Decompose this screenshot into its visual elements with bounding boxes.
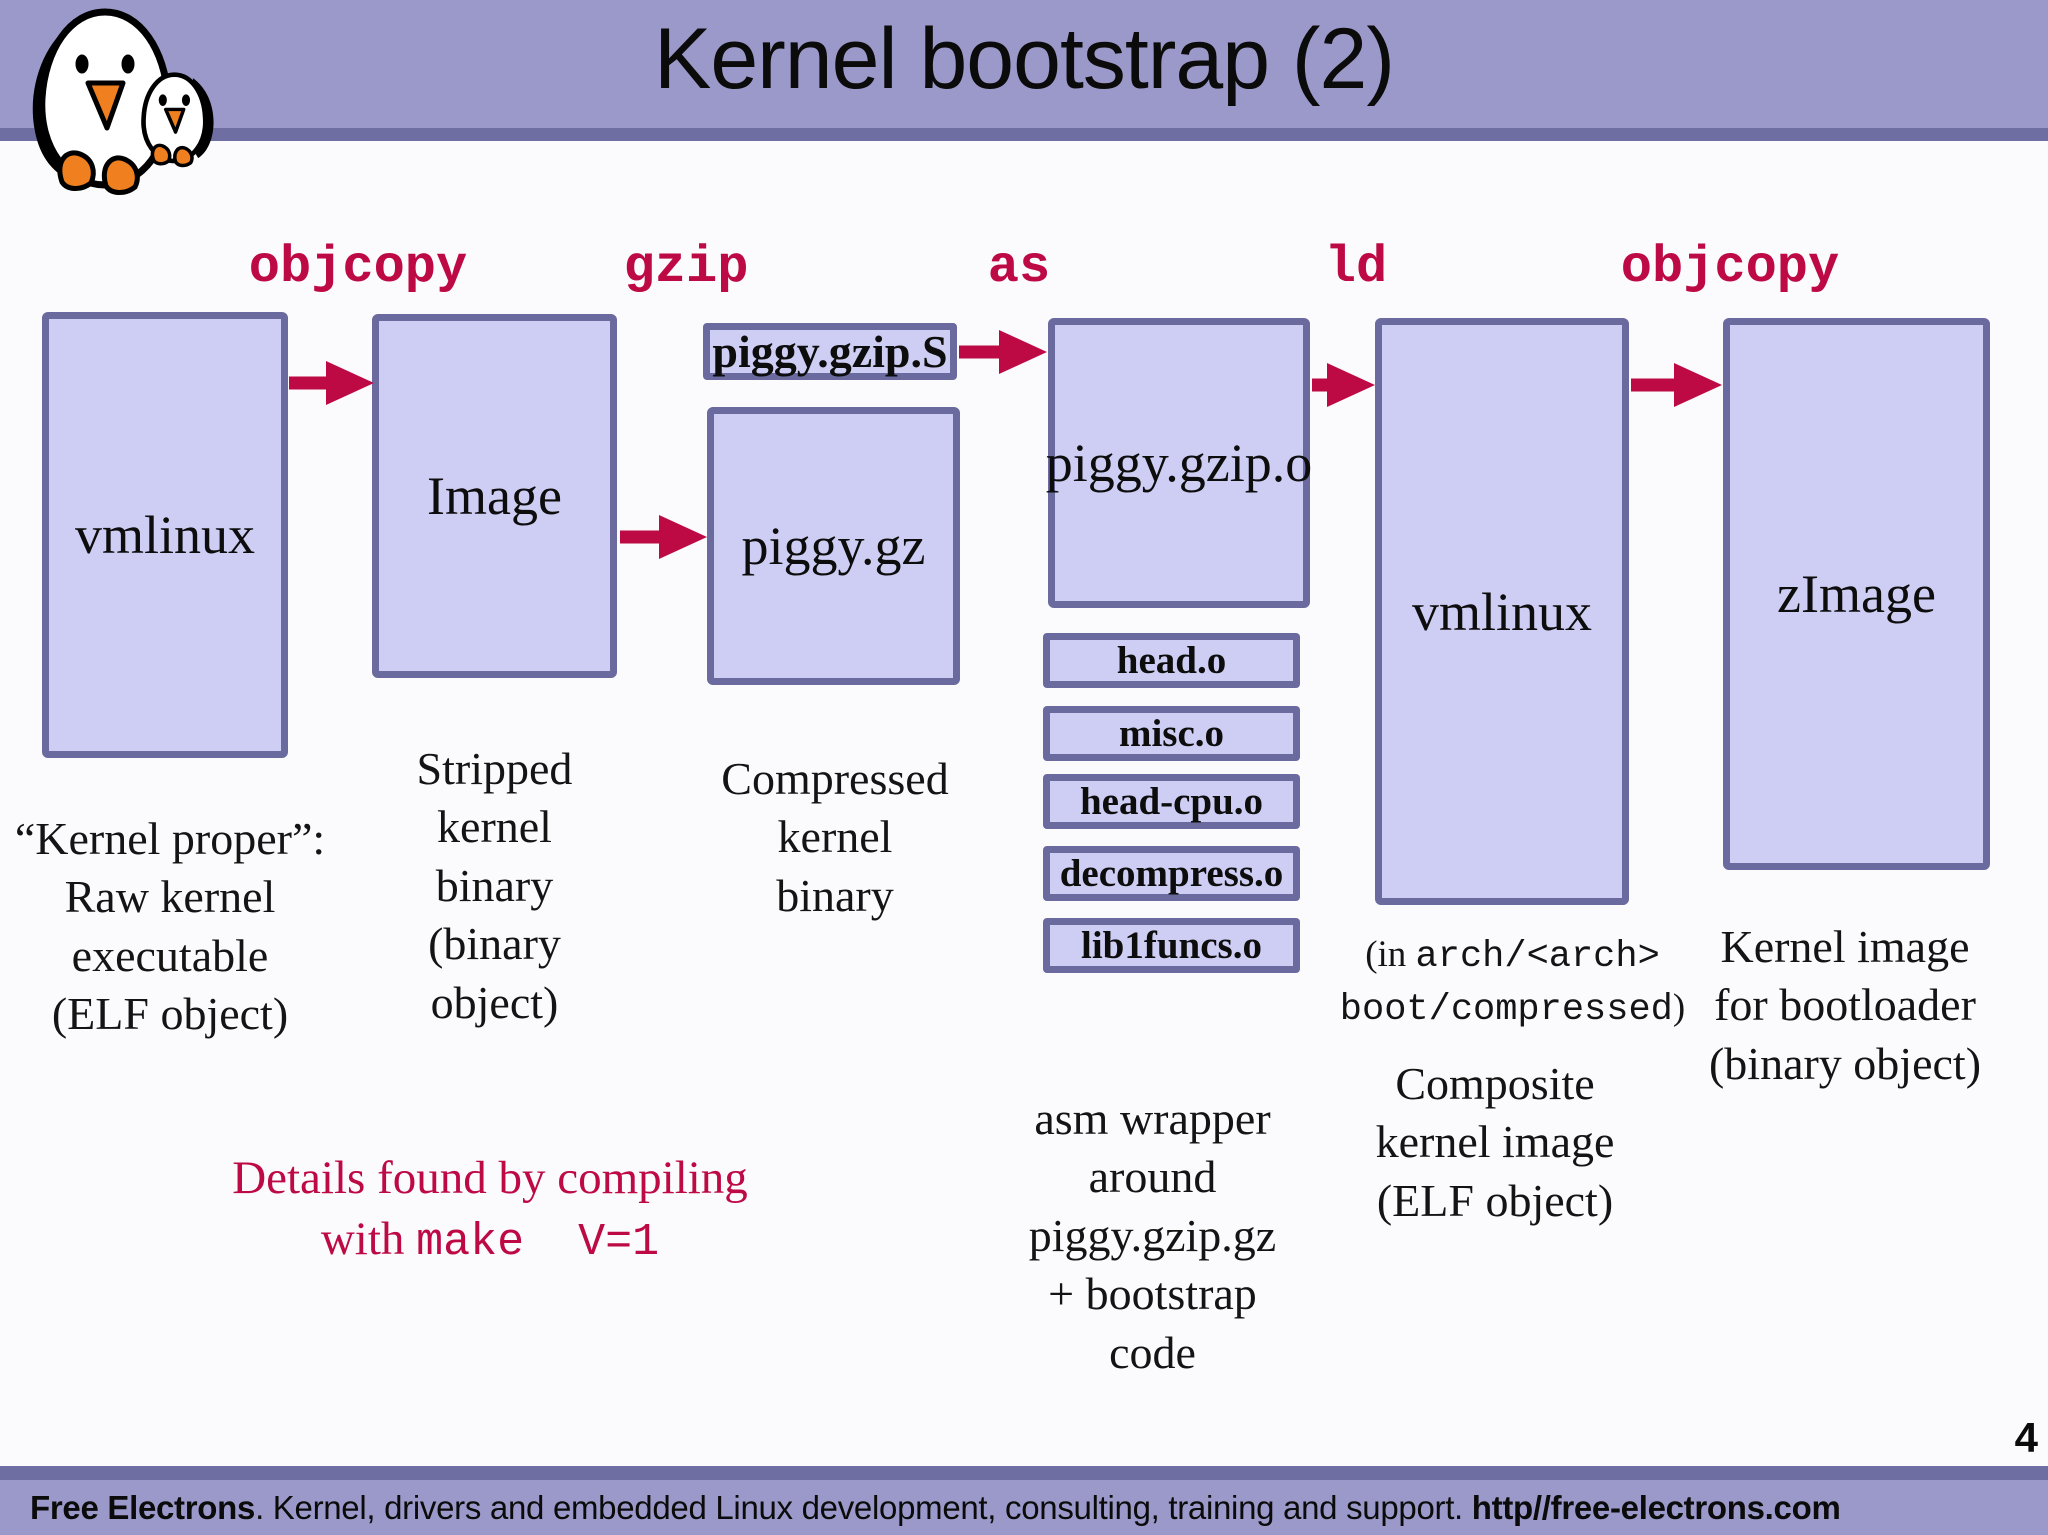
caption-zimage: Kernel image for bootloader (binary obje… xyxy=(1708,921,1982,1089)
box-label: zImage xyxy=(1777,564,1936,624)
tool-label-gzip: gzip xyxy=(623,238,749,297)
footer-brand: Free Electrons xyxy=(30,1489,256,1526)
box-label: vmlinux xyxy=(74,505,255,565)
box-image: Image xyxy=(372,314,617,678)
caption-piggy-gzip-o: asm wrapper around piggy.gzip.gz + boots… xyxy=(1028,1093,1277,1378)
box-misc-o: misc.o xyxy=(1043,706,1300,761)
footer-tagline: . Kernel, drivers and embedded Linux dev… xyxy=(255,1489,1472,1526)
caption-vmlinux-composite: Composite kernel image (ELF object) xyxy=(1375,1058,1615,1226)
caption-image: Stripped kernel binary (binary object) xyxy=(416,743,573,1028)
box-head-cpu-o: head-cpu.o xyxy=(1043,774,1300,829)
box-piggy-gzip-s: piggy.gzip.S xyxy=(703,323,957,380)
box-lib1funcs-o: lib1funcs.o xyxy=(1043,918,1300,973)
box-label: piggy.gzip.o xyxy=(1045,433,1313,493)
penguin-large xyxy=(32,8,172,195)
box-vmlinux-composite: vmlinux xyxy=(1375,318,1629,905)
page-title: Kernel bootstrap (2) xyxy=(653,11,1395,107)
note-line1: Details found by compiling xyxy=(232,1152,748,1204)
caption-vmlinux-location-line1: (in arch/<arch> xyxy=(1365,934,1660,978)
note-make-verbose: Details found by compiling with make V=1 xyxy=(190,1148,790,1273)
caption-piggy-gz: Compressed kernel binary xyxy=(721,753,949,921)
tool-label-objcopy-1: objcopy xyxy=(248,238,468,297)
tool-label-objcopy-2: objcopy xyxy=(1620,238,1840,297)
footer-bar xyxy=(0,1480,2048,1535)
box-vmlinux-proper: vmlinux xyxy=(42,312,288,758)
tool-label-as: as xyxy=(987,238,1051,297)
footer-text: Free Electrons. Kernel, drivers and embe… xyxy=(0,1480,2048,1535)
flow-arrow-piggy-gzip-o-to-vmlinux xyxy=(1312,363,1375,407)
box-label: misc.o xyxy=(1118,712,1225,755)
box-label: vmlinux xyxy=(1411,581,1592,642)
box-piggy-gz: piggy.gz xyxy=(707,407,960,685)
page-number: 4 xyxy=(2014,1414,2038,1461)
box-label: head-cpu.o xyxy=(1079,780,1264,823)
box-label: piggy.gz xyxy=(741,516,926,576)
box-decompress-o: decompress.o xyxy=(1043,846,1300,901)
footer-bar-edge xyxy=(0,1466,2048,1480)
flow-arrow-vmlinux-to-zimage xyxy=(1631,363,1722,407)
box-label: piggy.gzip.S xyxy=(712,326,948,377)
tool-label-ld: ld xyxy=(1324,238,1388,297)
flow-arrow-vmlinux-to-image xyxy=(289,361,374,405)
flow-arrow-piggy-gzip-s-to-piggy-gzip-o xyxy=(959,330,1047,374)
box-label: decompress.o xyxy=(1059,852,1284,895)
box-piggy-gzip-o: piggy.gzip.o xyxy=(1045,318,1313,608)
flow-arrow-image-to-piggy-gz xyxy=(620,515,707,559)
header-bar-edge xyxy=(0,128,2048,141)
box-label: lib1funcs.o xyxy=(1081,924,1262,967)
box-head-o: head.o xyxy=(1043,633,1300,688)
caption-vmlinux-location: (in arch/<arch> boot/compressed) xyxy=(1320,930,1705,1036)
penguin-small xyxy=(141,72,214,168)
header-bar xyxy=(0,0,2048,128)
box-label: head.o xyxy=(1116,639,1227,682)
penguins-logo xyxy=(32,8,214,195)
note-line2: with make V=1 xyxy=(320,1213,660,1269)
caption-vmlinux-proper: “Kernel proper”: Raw kernel executable (… xyxy=(14,813,326,1040)
box-zimage: zImage xyxy=(1723,318,1990,870)
caption-vmlinux-location-line2: boot/compressed) xyxy=(1339,986,1686,1031)
footer-url: http//free-electrons.com xyxy=(1471,1489,1841,1526)
box-label: Image xyxy=(427,466,562,526)
